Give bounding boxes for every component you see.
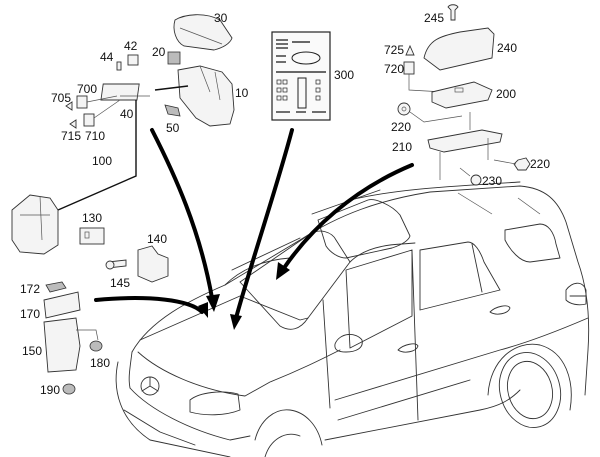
callout-42: 42: [124, 39, 138, 53]
part-190-grommet: [62, 383, 76, 395]
arrow-left-to-car: [94, 296, 208, 318]
part-240-cover: [423, 27, 495, 71]
callout-100: 100: [92, 154, 113, 168]
part-705-terminal: [65, 101, 73, 111]
part-700-connector: [76, 95, 88, 109]
part-230-bolt: [459, 167, 482, 186]
part-720-connector: [403, 61, 415, 75]
callout-210: 210: [392, 140, 413, 154]
part-220-nut-lower: [513, 157, 531, 171]
callout-720: 720: [384, 62, 405, 76]
leader-720-200: [408, 74, 445, 93]
part-710-connector: [83, 113, 95, 127]
callout-40: 40: [120, 107, 134, 121]
part-145-screw: [105, 259, 127, 270]
leader-220b: [493, 159, 517, 165]
part-300-fuse-chart: [271, 31, 331, 121]
part-20-relay: [167, 51, 181, 65]
callout-145: 145: [110, 276, 131, 290]
arrow-fusebox-to-car: [150, 128, 220, 312]
callout-170: 170: [20, 307, 41, 321]
part-40-fuse-relay-module: [100, 83, 150, 101]
callout-20: 20: [152, 45, 166, 59]
callout-30: 30: [214, 11, 228, 25]
leader-40-10: [154, 85, 189, 91]
part-180-grommet: [89, 340, 103, 352]
part-200-control-module: [431, 81, 493, 109]
part-130-relay: [79, 227, 105, 245]
callout-710: 710: [85, 129, 106, 143]
part-150-fuse-box-housing: [43, 317, 99, 373]
part-10-fuse-box-housing: [177, 65, 235, 127]
callout-725: 725: [384, 43, 405, 57]
leader-220a: [409, 111, 463, 123]
callout-715: 715: [61, 129, 82, 143]
part-140-bracket: [137, 245, 169, 283]
callout-140: 140: [147, 232, 168, 246]
part-210-bracket: [427, 112, 503, 180]
arrow-module-to-car: [276, 163, 414, 280]
callout-300: 300: [334, 68, 355, 82]
callout-10: 10: [235, 86, 249, 100]
part-100-control-unit: [11, 194, 59, 255]
callout-245: 245: [424, 11, 445, 25]
leader-40-100: [57, 100, 137, 211]
callout-230: 230: [482, 174, 503, 188]
part-30-fuse-box-cover: [173, 14, 233, 51]
part-170-fuse-box: [43, 291, 81, 319]
callout-220-lower: 220: [530, 157, 551, 171]
callout-220-upper: 220: [391, 120, 412, 134]
part-50-relay: [164, 104, 181, 117]
callout-130: 130: [82, 211, 103, 225]
callout-44: 44: [100, 50, 114, 64]
callout-180: 180: [90, 356, 111, 370]
callout-172: 172: [20, 282, 41, 296]
callout-705: 705: [51, 91, 72, 105]
part-220-nut-upper: [397, 102, 411, 116]
part-725-terminal: [405, 44, 415, 56]
part-44-fuse: [116, 61, 122, 71]
part-42-relay: [127, 54, 139, 66]
callout-50: 50: [166, 121, 180, 135]
callout-150: 150: [22, 344, 43, 358]
callout-200: 200: [496, 87, 517, 101]
callout-240: 240: [497, 41, 518, 55]
part-715-terminal: [69, 119, 77, 129]
leaders-700-710: [86, 95, 121, 119]
vehicle-outline: [115, 181, 590, 457]
arrow-chart-to-car: [230, 128, 294, 330]
callout-700: 700: [77, 82, 98, 96]
part-172-cover: [45, 281, 67, 293]
callout-190: 190: [40, 383, 61, 397]
part-245-clip: [447, 4, 459, 21]
